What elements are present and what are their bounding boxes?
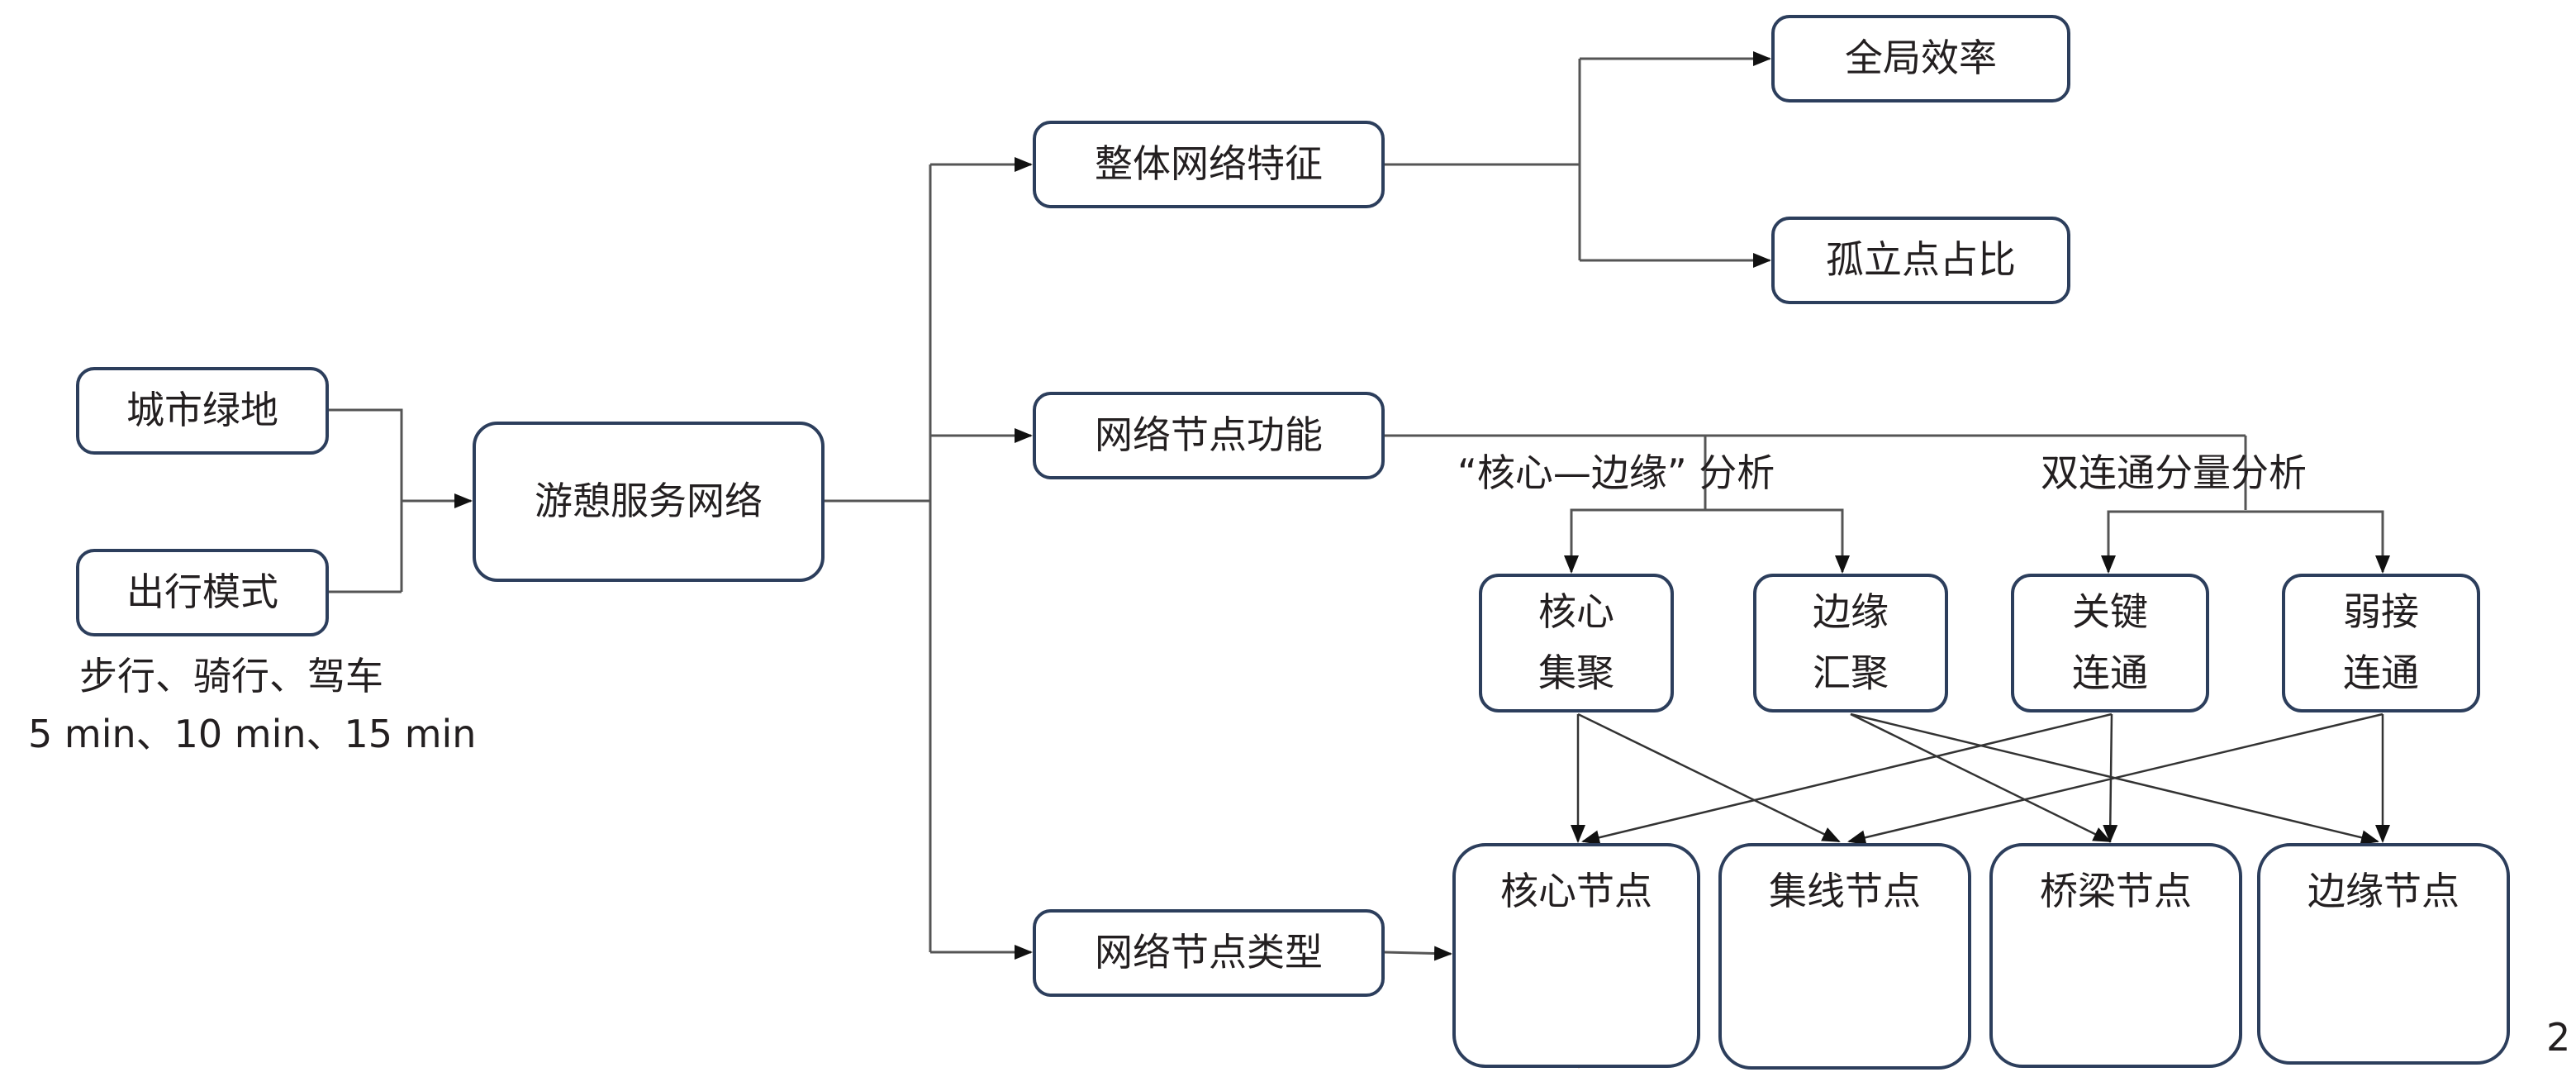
global-efficiency-box: 全局效率 [1771,15,2070,102]
bridge-node-label: 桥梁节点 [2040,869,2192,913]
weak-connection-box: 弱接 连通 [2282,574,2480,712]
core-cluster-box: 核心 集聚 [1479,574,1674,712]
arrow-to-node-types [1384,946,1452,961]
core-periphery-analysis-label: “核心—边缘” 分析 [1457,450,1775,495]
biconnected-analysis-label: 双连通分量分析 [2041,450,2307,495]
core-node-box: 核心节点 [1452,843,1700,1068]
mapping-edge [2103,713,2118,843]
key-connection-line1: 关键 [2072,589,2148,635]
weak-connection-line2: 连通 [2343,650,2419,695]
overall-features-box: 整体网络特征 [1033,121,1385,208]
mapping-edge [1847,712,2384,846]
connector-green-space [329,408,403,592]
edge-node-box: 边缘节点 [2257,843,2510,1065]
core-node-label: 核心节点 [1500,869,1652,913]
isolated-ratio-box: 孤立点占比 [1771,217,2070,304]
global-efficiency-label: 全局效率 [1845,36,1997,81]
weak-connection-line1: 弱接 [2343,589,2419,635]
edge-convergence-line2: 汇聚 [1813,650,1889,695]
travel-mode-label: 出行模式 [126,569,278,615]
travel-mode-note-2: 5 min、10 min、15 min [28,712,477,756]
node-function-box: 网络节点功能 [1033,392,1385,479]
key-connection-box: 关键 连通 [2011,574,2209,712]
recreation-network-label: 游憩服务网络 [535,479,763,524]
edge-node-label: 边缘节点 [2307,869,2460,913]
isolated-ratio-label: 孤立点占比 [1826,237,2016,283]
node-type-box: 网络节点类型 [1033,909,1385,997]
green-space-label: 城市绿地 [126,388,278,433]
overall-features-label: 整体网络特征 [1095,141,1323,187]
mapping-edge [1850,712,2112,843]
bridge-node-box: 桥梁节点 [1989,843,2242,1068]
edge-convergence-line1: 边缘 [1813,589,1889,635]
mapping-edge [1581,712,2113,846]
node-type-label: 网络节点类型 [1095,930,1323,975]
core-cluster-line1: 核心 [1538,589,1614,635]
node-function-label: 网络节点功能 [1095,412,1323,458]
hub-node-box: 集线节点 [1718,843,1971,1070]
travel-mode-note-1: 步行、骑行、驾车 [79,654,383,698]
hub-node-label: 集线节点 [1769,869,1921,913]
recreation-network-box: 游憩服务网络 [473,422,825,582]
edge-convergence-box: 边缘 汇聚 [1753,574,1948,712]
green-space-box: 城市绿地 [76,367,329,455]
page-number: 2 [2546,1015,2571,1060]
mapping-edge [1577,712,1841,843]
core-cluster-line2: 集聚 [1538,650,1614,695]
travel-mode-box: 出行模式 [76,549,329,636]
key-connection-line2: 连通 [2072,650,2148,695]
